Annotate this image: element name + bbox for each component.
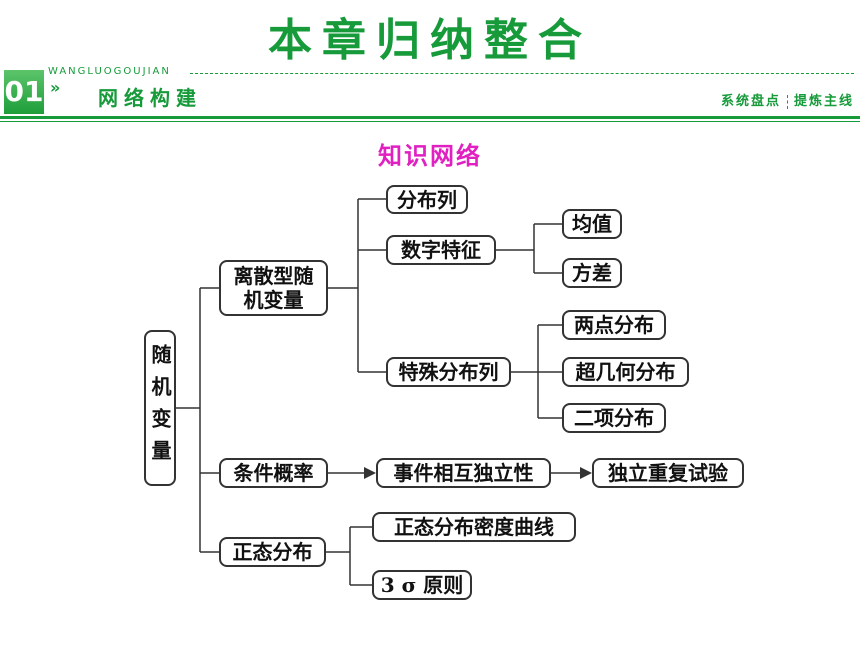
node-label: 独立重复试验 bbox=[608, 461, 728, 485]
section-header: 01 WANGLUOGOUJIAN » 网络构建 系统盘点提炼主线 bbox=[0, 66, 860, 122]
tag-main-line: 提炼主线 bbox=[793, 94, 854, 109]
arrow-head bbox=[580, 467, 592, 479]
node-special-distributions: 特殊分布列 bbox=[386, 357, 511, 387]
node-binomial-distribution: 二项分布 bbox=[562, 403, 666, 433]
node-mean: 均值 bbox=[562, 209, 622, 239]
node-variance: 方差 bbox=[562, 258, 622, 288]
node-two-point-distribution: 两点分布 bbox=[562, 310, 666, 340]
node-numeric-features: 数字特征 bbox=[386, 235, 496, 265]
node-label: 超几何分布 bbox=[575, 360, 676, 384]
node-random-variable: 随机变量 bbox=[144, 330, 176, 486]
arrow-head bbox=[364, 467, 376, 479]
section-pinyin: WANGLUOGOUJIAN bbox=[48, 66, 171, 77]
node-label: 分布列 bbox=[397, 187, 457, 212]
node-label: 方差 bbox=[572, 261, 612, 285]
section-title: 网络构建 bbox=[98, 86, 202, 110]
node-normal-density-curve: 正态分布密度曲线 bbox=[372, 512, 576, 542]
node-label: 特殊分布列 bbox=[398, 360, 499, 384]
node-independent-repeated-trials: 独立重复试验 bbox=[592, 458, 744, 488]
node-label: 两点分布 bbox=[574, 313, 654, 337]
node-label: 条件概率 bbox=[233, 461, 314, 485]
node-3-sigma-rule: 3 σ 原则 bbox=[372, 570, 472, 600]
node-label: 均值 bbox=[572, 212, 612, 236]
node-label: 3 σ 原则 bbox=[380, 573, 464, 597]
header-dash-divider bbox=[190, 73, 854, 74]
node-hypergeometric-distribution: 超几何分布 bbox=[562, 357, 689, 387]
node-label: 事件相互独立性 bbox=[393, 461, 534, 485]
header-tags: 系统盘点提炼主线 bbox=[721, 90, 854, 109]
node-label: 随机变量 bbox=[148, 344, 172, 472]
node-label: 正态分布 bbox=[232, 540, 313, 564]
node-event-independence: 事件相互独立性 bbox=[376, 458, 551, 488]
tag-system-review: 系统盘点 bbox=[720, 94, 781, 109]
node-label: 二项分布 bbox=[574, 406, 654, 430]
node-normal-distribution: 正态分布 bbox=[219, 537, 326, 567]
diagram-subtitle: 知识网络 bbox=[378, 142, 482, 170]
node-conditional-probability: 条件概率 bbox=[219, 458, 328, 488]
chevron-right-icon: » bbox=[50, 78, 61, 97]
node-label: 正态分布密度曲线 bbox=[394, 515, 554, 539]
header-rule-thick bbox=[0, 116, 860, 119]
page-title: 本章归纳整合 bbox=[268, 15, 592, 66]
node-label: 数字特征 bbox=[401, 238, 481, 262]
node-discrete-random-variable: 离散型随机变量 bbox=[219, 260, 328, 316]
header-rule-thin bbox=[0, 121, 860, 122]
node-distribution-table: 分布列 bbox=[386, 185, 468, 214]
tag-separator bbox=[786, 94, 788, 109]
node-label: 离散型随机变量 bbox=[233, 264, 314, 312]
section-number: 01 bbox=[4, 70, 44, 114]
